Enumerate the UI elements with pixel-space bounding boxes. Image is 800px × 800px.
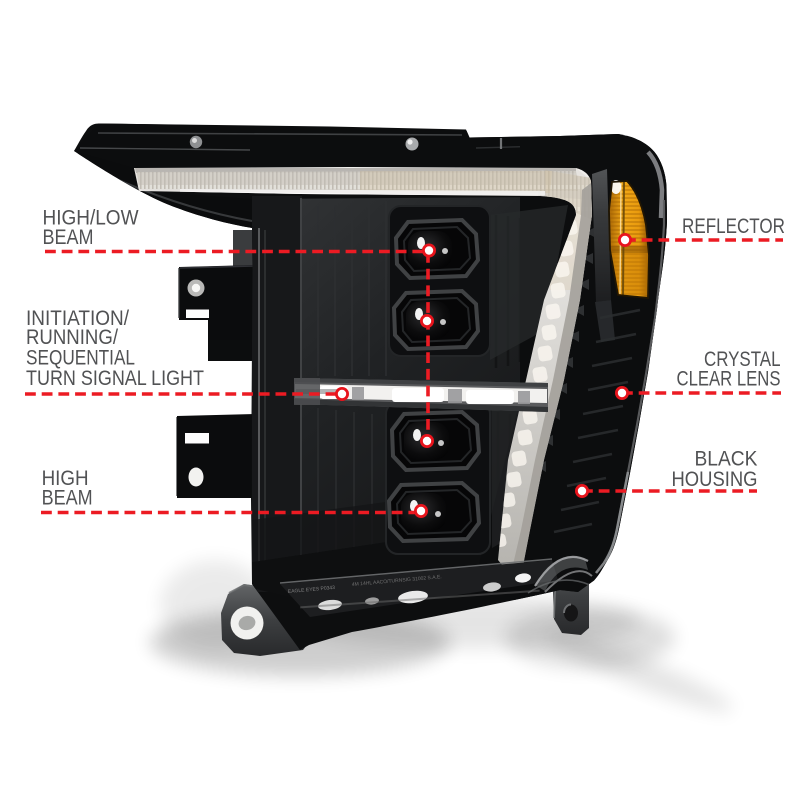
svg-text:CRYSTAL: CRYSTAL xyxy=(704,348,781,371)
svg-text:CLEAR LENS: CLEAR LENS xyxy=(677,368,781,391)
svg-text:HIGH: HIGH xyxy=(42,467,89,490)
svg-text:REFLECTOR: REFLECTOR xyxy=(682,215,785,238)
svg-text:EAGLE EYES P0343: EAGLE EYES P0343 xyxy=(288,585,336,595)
svg-text:SEQUENTIAL: SEQUENTIAL xyxy=(26,347,135,370)
svg-text:RUNNING/: RUNNING/ xyxy=(26,326,118,349)
svg-text:BEAM: BEAM xyxy=(43,226,94,249)
svg-text:TURN SIGNAL LIGHT: TURN SIGNAL LIGHT xyxy=(26,367,204,390)
svg-text:HOUSING: HOUSING xyxy=(672,468,758,491)
svg-text:BEAM: BEAM xyxy=(42,487,93,510)
svg-text:HIGH/LOW: HIGH/LOW xyxy=(43,207,139,230)
svg-text:BLACK: BLACK xyxy=(695,448,758,471)
svg-text:INITIATION/: INITIATION/ xyxy=(26,307,129,330)
